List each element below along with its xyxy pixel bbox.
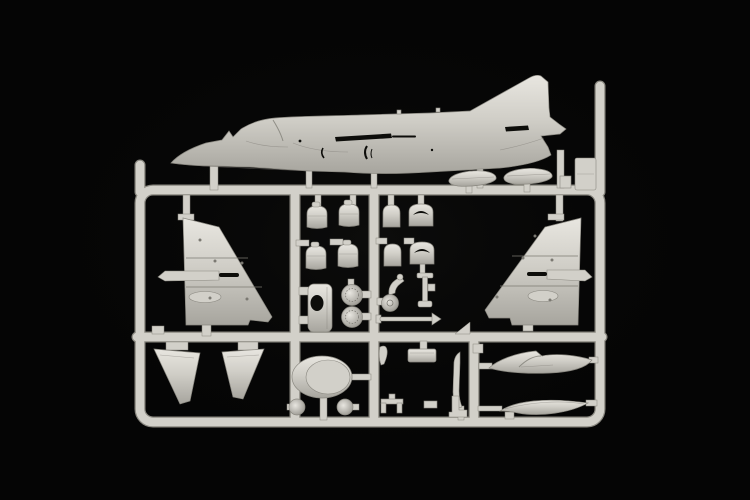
nozzle-part-1 (306, 201, 328, 229)
tray-part (407, 348, 437, 363)
blade-part (452, 351, 463, 409)
dome-cushion-part (291, 355, 353, 399)
ventral-fin-part-1 (153, 348, 201, 405)
ball-wheel-part-2 (336, 398, 354, 416)
vane-part (378, 345, 388, 366)
ball-wheel-part-1 (288, 398, 306, 416)
intake-dome-part-1 (382, 204, 401, 228)
fuselage-half-part (170, 74, 567, 174)
fin-fence-left (157, 270, 220, 282)
clip-block-part (574, 157, 597, 191)
wing-section-lower-part (498, 399, 590, 415)
tire-part-1 (341, 284, 363, 306)
clip-square-part (559, 175, 572, 189)
fin-bump-right (527, 290, 559, 302)
pod-part-right (503, 168, 553, 185)
tail-fin-left-part (157, 217, 273, 326)
intake-dome-part-3 (383, 243, 402, 267)
elbow-tube-part (448, 395, 468, 418)
nozzle-part-3 (305, 241, 327, 270)
fuselage-panel-details (170, 107, 545, 172)
pitot-rod-part (375, 312, 442, 326)
block-part (423, 400, 438, 409)
nozzle-part-4 (337, 239, 359, 268)
nozzle-part-2 (338, 199, 360, 227)
gear-wheel-part (381, 273, 405, 312)
intake-dome-part-2 (408, 203, 434, 227)
tire-part-2 (341, 306, 363, 328)
ventral-fin-part-2 (221, 348, 265, 400)
bracket-part (380, 393, 404, 414)
wheel-drum-part (307, 283, 333, 333)
tail-fin-right-part (484, 217, 593, 326)
fin-fence-right (546, 269, 593, 282)
gear-strut-part (416, 272, 436, 308)
intake-dome-part-4 (409, 241, 435, 265)
fin-bump-left (188, 291, 222, 303)
pod-part-left (448, 170, 497, 187)
wing-section-upper-part (488, 350, 593, 374)
